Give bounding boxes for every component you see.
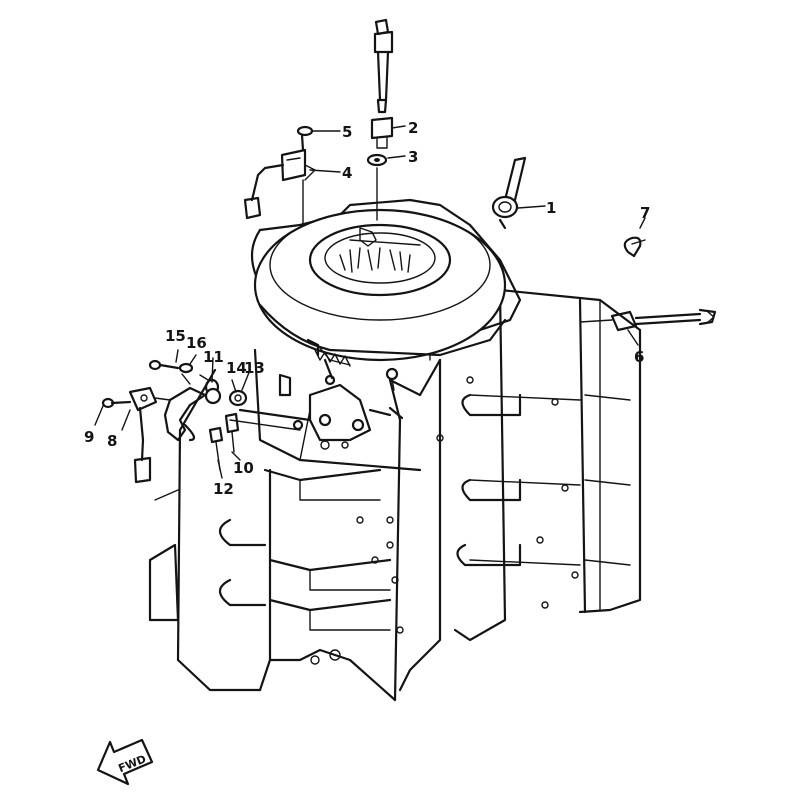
callout-10: 10 [233, 459, 254, 477]
part-5-screw [296, 125, 314, 152]
part-14-bushing [204, 379, 237, 405]
callout-6: 6 [634, 348, 644, 366]
callout-8: 8 [107, 432, 117, 450]
flywheel-cover [250, 198, 522, 391]
callout-1: 1 [546, 199, 556, 217]
callout-15: 15 [165, 327, 186, 345]
callout-2: 2 [408, 119, 418, 137]
part-1-sensor [491, 156, 527, 230]
part-8-switch [128, 386, 171, 484]
leader-lines [94, 125, 646, 479]
part-16-washer [178, 362, 194, 385]
part-7-clip [623, 236, 646, 258]
part-13-collar [228, 389, 248, 407]
part-6-sensor [579, 308, 717, 332]
part-9-bolt [101, 397, 132, 409]
part-10-clamp [224, 412, 240, 453]
fwd-arrow: FWD [96, 738, 154, 786]
callout-5: 5 [342, 123, 352, 141]
part-2-switch [370, 18, 394, 149]
callout-4: 4 [342, 164, 352, 182]
callout-14: 14 [226, 359, 247, 377]
callout-labels: 1 2 3 4 5 6 7 8 9 10 11 12 13 14 15 16 [84, 119, 650, 498]
callout-13: 13 [244, 359, 265, 377]
part-12-pin [208, 426, 224, 471]
part-15-bolt [148, 359, 180, 371]
callout-3: 3 [408, 148, 418, 166]
callout-11: 11 [203, 348, 224, 366]
part-4-bracket [243, 148, 316, 226]
part-3-washer [366, 153, 388, 221]
throttle-linkage [229, 358, 404, 450]
callout-7: 7 [640, 204, 650, 222]
callout-16: 16 [186, 334, 207, 352]
callout-12: 12 [213, 480, 234, 498]
engine-block [148, 288, 642, 702]
callout-9: 9 [84, 428, 94, 446]
